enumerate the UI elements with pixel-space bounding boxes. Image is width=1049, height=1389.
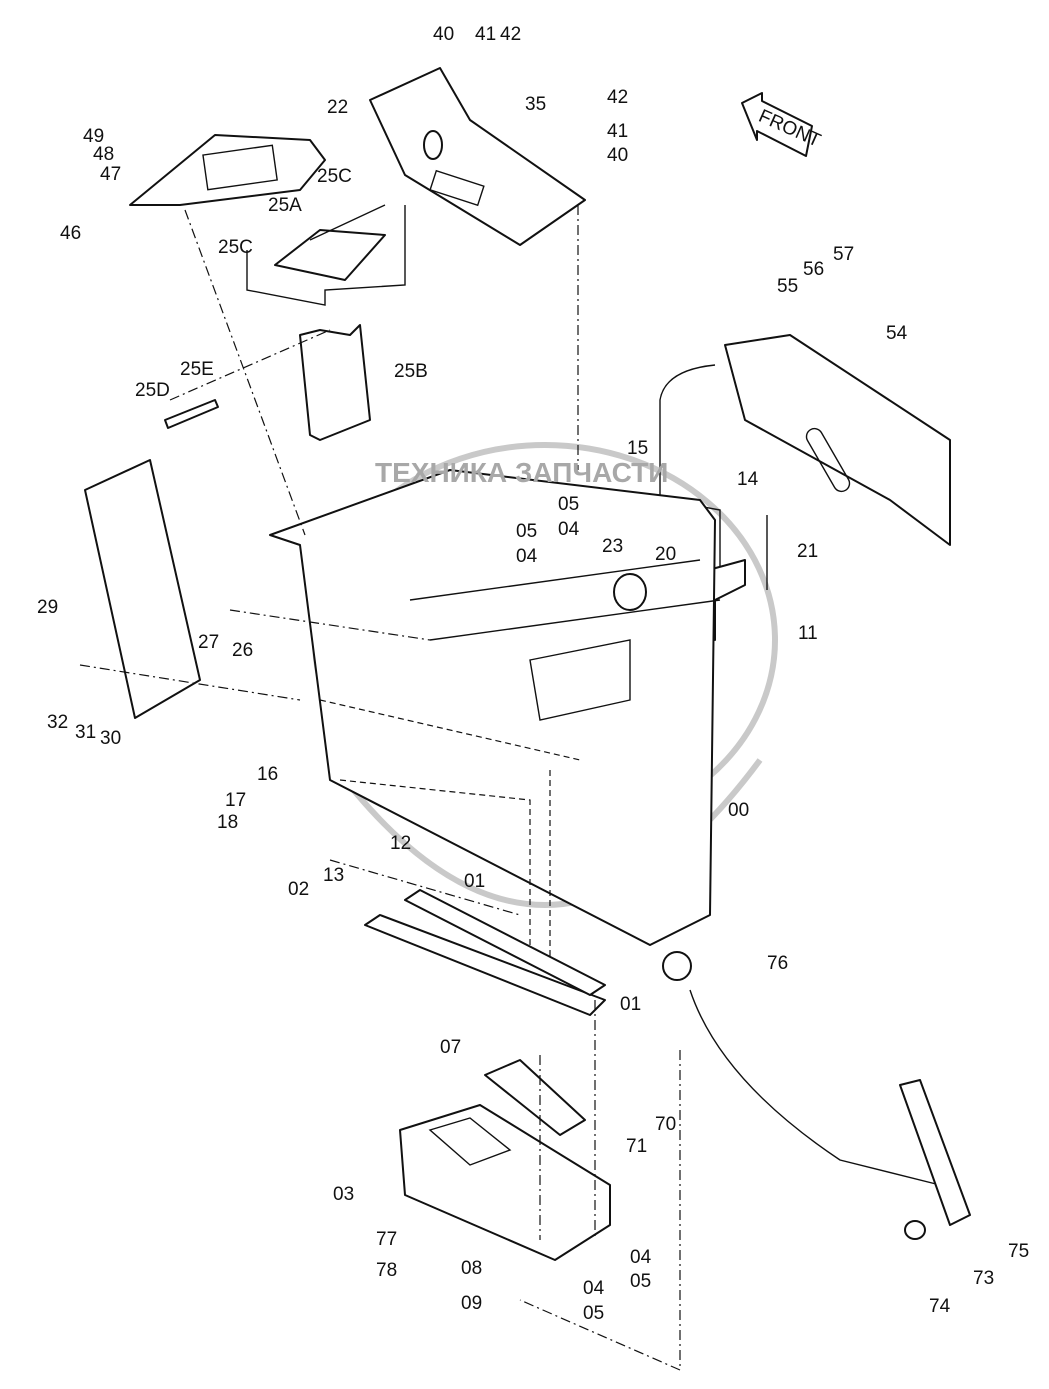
plate-46 <box>129 134 326 206</box>
label: 35 <box>525 94 546 115</box>
label: 23 <box>602 536 623 557</box>
label: 01 <box>464 871 485 892</box>
label: 70 <box>655 1114 676 1135</box>
label: 74 <box>929 1296 951 1317</box>
label: 71 <box>626 1136 647 1157</box>
label: 42 <box>500 24 521 45</box>
label: 54 <box>886 323 908 344</box>
label: 47 <box>100 164 121 185</box>
label: 30 <box>100 728 121 749</box>
label: 03 <box>333 1184 354 1205</box>
label: 49 <box>83 126 104 147</box>
grommet-22 <box>423 130 443 160</box>
label: 07 <box>440 1037 461 1058</box>
label: 57 <box>833 244 854 265</box>
label: 15 <box>627 438 648 459</box>
label: 73 <box>973 1268 994 1289</box>
label: 17 <box>225 790 246 811</box>
bolt-25D <box>164 399 219 429</box>
label: 25E <box>180 359 214 380</box>
plate-25A <box>274 229 386 281</box>
label: 20 <box>655 544 676 565</box>
ring-23 <box>613 573 647 611</box>
console-03 <box>399 1104 611 1261</box>
label: 25B <box>394 361 428 382</box>
bushing-74 <box>904 1220 926 1240</box>
front-arrow-icon: FRONT <box>741 92 824 157</box>
label: 05 <box>516 521 537 542</box>
label: 40 <box>607 145 628 166</box>
label: 22 <box>327 97 348 118</box>
label: 18 <box>217 812 238 833</box>
label: 32 <box>47 712 68 733</box>
label: 04 <box>583 1278 605 1299</box>
label: 00 <box>728 800 749 821</box>
label: 42 <box>607 87 628 108</box>
label: 55 <box>777 276 798 297</box>
label: 25C <box>317 166 352 187</box>
label: 78 <box>376 1260 397 1281</box>
label: 25D <box>135 380 170 401</box>
label: 41 <box>607 121 628 142</box>
knob-76 <box>662 951 692 981</box>
callout-labels: 40 41 42 42 41 40 35 22 49 48 47 46 25C … <box>37 24 1029 1324</box>
label: 16 <box>257 764 278 785</box>
label: 25C <box>218 237 253 258</box>
label: 75 <box>1008 1241 1029 1262</box>
label: 29 <box>37 597 58 618</box>
bracket-25B <box>299 324 371 441</box>
label: 12 <box>390 833 411 854</box>
label: 02 <box>288 879 309 900</box>
label: 04 <box>516 546 538 567</box>
label: 05 <box>583 1303 604 1324</box>
panel-29 <box>84 459 201 719</box>
label: 27 <box>198 632 219 653</box>
label: 41 <box>475 24 496 45</box>
label: 05 <box>630 1271 651 1292</box>
label: 11 <box>798 623 818 644</box>
label: 48 <box>93 144 114 165</box>
label: 04 <box>558 519 580 540</box>
label: 76 <box>767 953 788 974</box>
plate-35 <box>369 67 586 246</box>
label: 05 <box>558 494 579 515</box>
panel-54 <box>724 334 951 546</box>
label: 13 <box>323 865 344 886</box>
label: 08 <box>461 1258 482 1279</box>
label: 04 <box>630 1247 652 1268</box>
label: 40 <box>433 24 454 45</box>
box-00 <box>269 469 716 946</box>
label: 56 <box>803 259 824 280</box>
label: 46 <box>60 223 81 244</box>
label: 21 <box>797 541 818 562</box>
label: 25A <box>268 195 302 216</box>
label: 77 <box>376 1229 397 1250</box>
plate-07 <box>484 1059 586 1136</box>
label: 31 <box>75 722 96 743</box>
label: 26 <box>232 640 253 661</box>
bracket-73 <box>899 1079 971 1226</box>
lever-76 <box>689 989 941 1186</box>
label: 14 <box>737 469 759 490</box>
watermark-text: ТЕХНИКА ЗАПЧАСТИ <box>375 457 668 488</box>
rails-02 <box>364 914 606 1016</box>
label: 09 <box>461 1293 482 1314</box>
label: 01 <box>620 994 641 1015</box>
